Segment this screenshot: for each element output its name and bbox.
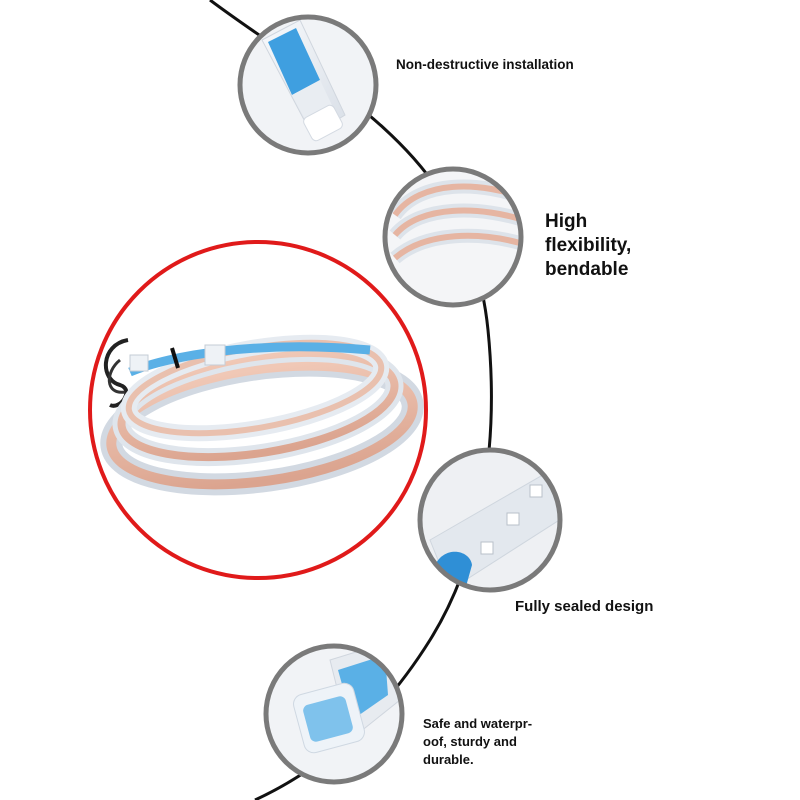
feature-label-line: oof, sturdy and [423,734,517,749]
feature-label-line: flexibility, [545,235,632,256]
feature-label-line: Non-destructive installation [396,57,574,72]
feature-label-waterproof: Safe and waterpr- oof, sturdy and durabl… [423,715,563,769]
feature-label-sealed: Fully sealed design [515,598,653,615]
feature-label-line: Safe and waterpr- [423,716,533,731]
sealed-led-chip-image [417,447,563,593]
led-strip-coil-image [88,240,428,580]
strip-layers-image [382,166,524,308]
feature-label-line: High [545,211,588,232]
highlight-ring [88,240,428,580]
adhesive-tape-end-image [237,14,379,156]
feature-label-line: Fully sealed design [515,598,654,615]
end-cap-image [263,643,405,785]
feature-label-line: bendable [545,259,629,280]
feature-label-line: durable. [423,752,474,767]
feature-label-flexibility: High flexibility, bendable [545,210,675,282]
feature-label-installation: Non-destructive installation [396,57,574,72]
